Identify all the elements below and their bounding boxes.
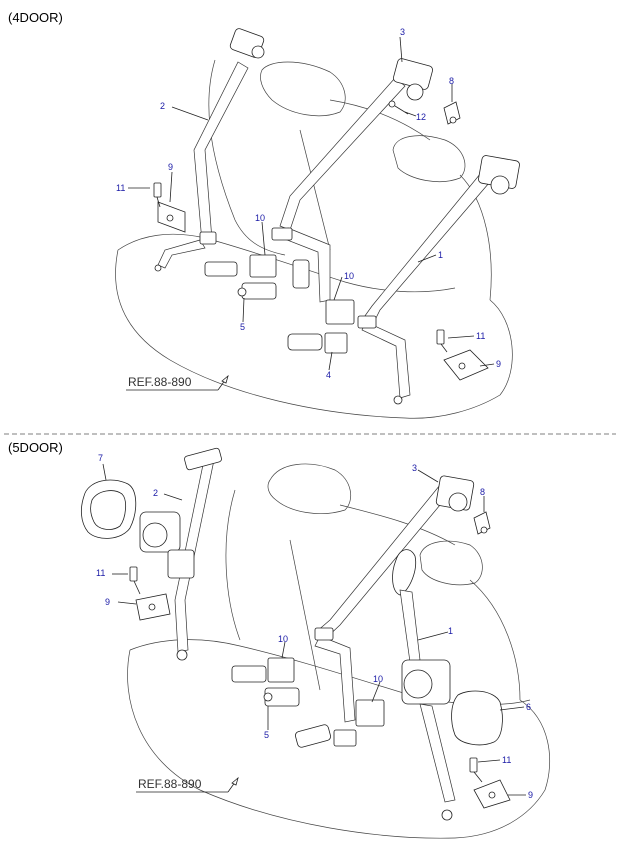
callout-11a: 11 — [116, 183, 125, 193]
callout-10b: 10 — [373, 674, 383, 684]
callout-2: 2 — [153, 488, 158, 498]
callout-1: 1 — [438, 250, 443, 260]
clip-8-5door — [473, 511, 491, 535]
callout-7: 7 — [98, 453, 103, 463]
buckle-lower-5door — [295, 699, 385, 748]
ref-label-4door: REF.88-890 — [126, 374, 229, 391]
cover-6-5door — [451, 690, 503, 746]
callout-5: 5 — [264, 730, 269, 740]
buckle-assembly-4-4door — [287, 259, 355, 354]
seat-belt-3-4door — [271, 58, 433, 303]
callout-8: 8 — [449, 76, 454, 86]
buckle-assembly-5-5door — [231, 657, 300, 707]
bolt-11b-4door — [436, 329, 448, 353]
callout-9a: 9 — [168, 162, 173, 172]
anchor-bracket-9b-5door — [473, 779, 511, 809]
callout-4: 4 — [326, 370, 331, 380]
callout-9b: 9 — [496, 359, 501, 369]
callout-8: 8 — [480, 487, 485, 497]
ref-text-5door: REF.88-890 — [138, 777, 202, 791]
ref-label-5door: REF.88-890 — [136, 776, 239, 793]
seat-belt-1-4door — [357, 155, 520, 405]
callout-10a: 10 — [255, 213, 265, 223]
cover-7-5door — [80, 479, 137, 539]
section-title-4door: (4DOOR) — [8, 10, 63, 25]
seat-belt-1-5door — [392, 549, 456, 821]
anchor-bracket-9b-4door — [443, 349, 489, 381]
seat-belt-3-5door — [314, 475, 475, 723]
callout-3: 3 — [412, 463, 417, 473]
section-5door: (5DOOR) — [8, 440, 550, 839]
leader-lines-5door — [102, 463, 526, 796]
seat-belt-2-4door — [154, 28, 265, 272]
leader-lines-4door — [128, 36, 495, 371]
screw-12-4door — [388, 100, 409, 115]
bolt-11a-5door — [129, 566, 141, 595]
callouts-5door: 7 2 3 8 11 9 10 1 10 6 5 11 9 — [96, 453, 533, 800]
callouts-4door: 3 2 8 12 9 11 10 1 10 5 11 9 4 — [116, 27, 501, 380]
bolt-11b-5door — [469, 757, 483, 783]
callout-6: 6 — [526, 702, 531, 712]
callout-3: 3 — [400, 27, 405, 37]
bolt-11a-4door — [153, 182, 162, 208]
anchor-bracket-9a-4door — [157, 201, 186, 233]
section-4door: (4DOOR) — [8, 10, 520, 419]
clip-8-4door — [443, 101, 461, 125]
callout-10a: 10 — [278, 634, 288, 644]
callout-11a: 11 — [96, 568, 105, 578]
callout-5: 5 — [240, 322, 245, 332]
callout-11b: 11 — [476, 331, 485, 341]
callout-9b: 9 — [528, 790, 533, 800]
seat-belt-2-5door — [139, 447, 222, 661]
callout-12: 12 — [416, 112, 426, 122]
buckle-assembly-5-4door — [204, 254, 277, 300]
callout-10b: 10 — [344, 271, 354, 281]
callout-1: 1 — [448, 626, 453, 636]
callout-11b: 11 — [502, 755, 511, 765]
callout-9a: 9 — [105, 597, 110, 607]
callout-2: 2 — [160, 101, 165, 111]
ref-text-4door: REF.88-890 — [128, 375, 192, 389]
anchor-bracket-9a-5door — [135, 593, 171, 621]
section-title-5door: (5DOOR) — [8, 440, 63, 455]
